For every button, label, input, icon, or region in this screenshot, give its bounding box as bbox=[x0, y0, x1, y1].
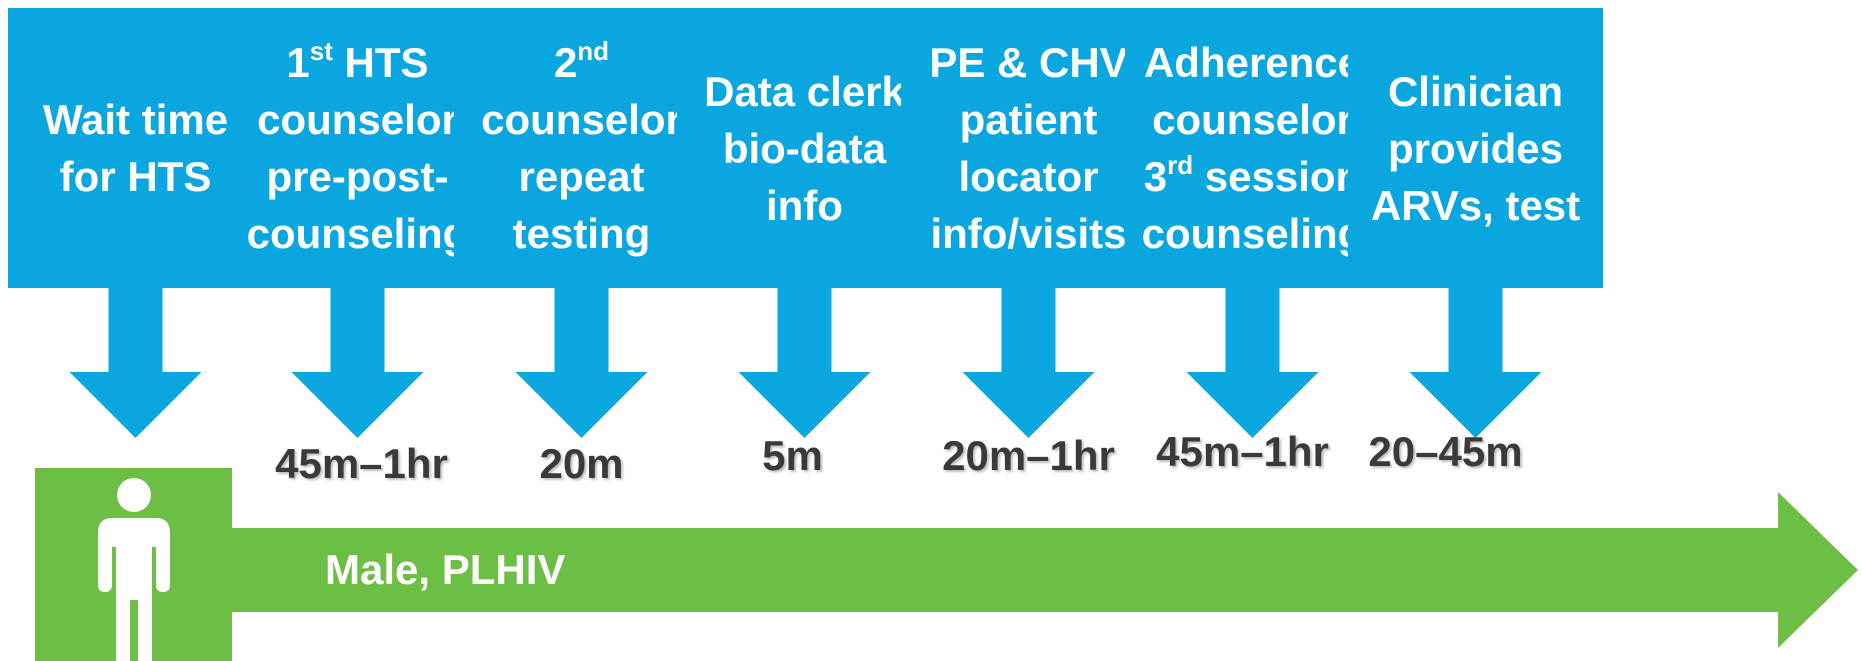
text-fragment: patient bbox=[959, 96, 1098, 143]
duration-label-2: 45m–1hr bbox=[275, 440, 448, 487]
text-fragment: testing bbox=[512, 210, 651, 257]
step-label-line: Adherence bbox=[1142, 34, 1364, 91]
text-fragment: locator bbox=[958, 153, 1099, 200]
step-label-line: Wait time bbox=[43, 91, 228, 148]
text-fragment: Data clerk bbox=[704, 67, 905, 115]
down-arrow-5 bbox=[962, 288, 1095, 438]
step-box-2: 1st HTS counselor pre-post-counseling bbox=[230, 8, 485, 288]
text-fragment: for HTS bbox=[59, 153, 212, 200]
step-label: 2nd counselor repeat testing bbox=[481, 34, 682, 262]
step-label-line: repeat bbox=[481, 148, 682, 205]
step-label-line: counselor bbox=[1142, 91, 1364, 148]
step-label-line: counselor bbox=[247, 91, 469, 148]
step-label: 1st HTS counselor pre-post-counseling bbox=[247, 34, 469, 262]
duration-label-5: 20m–1hr bbox=[942, 432, 1115, 479]
step-label-line: info bbox=[704, 177, 905, 234]
ordinal-suffix: nd bbox=[577, 36, 610, 66]
person-icon bbox=[98, 478, 170, 661]
step-label-line: counseling bbox=[1142, 205, 1364, 262]
step-label-line: locator bbox=[929, 148, 1127, 205]
step-label-line: pre-post- bbox=[247, 148, 469, 205]
text-fragment: ARVs, test bbox=[1370, 181, 1581, 229]
step-label: Data clerk bio-data info bbox=[704, 63, 905, 234]
text-fragment: 1 bbox=[286, 39, 310, 86]
step-box-4: Data clerk bio-data info bbox=[677, 8, 932, 288]
text-fragment: counseling bbox=[246, 210, 469, 257]
step-label-line: Clinician bbox=[1371, 63, 1580, 120]
duration-label-7: 20–45m bbox=[1368, 428, 1523, 475]
text-fragment: counselor bbox=[257, 96, 458, 143]
down-arrow-3 bbox=[515, 288, 648, 438]
step-label: Wait time for HTS bbox=[43, 91, 228, 205]
text-fragment: 2 bbox=[553, 39, 578, 86]
step-box-1: Wait time for HTS bbox=[8, 8, 263, 288]
ordinal-suffix: st bbox=[309, 36, 333, 66]
step-label-line: 3rd session bbox=[1142, 148, 1364, 205]
step-label: Adherence counselor 3rd session counseling bbox=[1142, 34, 1364, 262]
duration-label-6: 45m–1hr bbox=[1156, 428, 1329, 475]
step-label: PE & CHV patient locator info/visits bbox=[929, 34, 1127, 262]
text-fragment: info bbox=[766, 181, 843, 229]
step-label-line: bio-data bbox=[704, 120, 905, 177]
timeline-label: Male, PLHIV bbox=[325, 546, 566, 593]
text-fragment: session bbox=[1193, 153, 1362, 200]
text-fragment: counselor bbox=[1152, 96, 1353, 143]
text-fragment: HTS bbox=[332, 39, 429, 86]
text-fragment: counselor bbox=[481, 96, 682, 143]
step-label-line: for HTS bbox=[43, 148, 228, 205]
step-label-line: provides bbox=[1371, 120, 1580, 177]
step-label-line: info/visits bbox=[929, 205, 1127, 262]
duration-label-4: 5m bbox=[762, 432, 823, 479]
down-arrow-2 bbox=[291, 288, 424, 438]
step-box-5: PE & CHV patient locator info/visits bbox=[901, 8, 1156, 288]
down-arrow-1 bbox=[69, 288, 202, 438]
step-label-line: ARVs, test bbox=[1371, 177, 1580, 234]
step-box-6: Adherence counselor 3rd session counseling bbox=[1125, 8, 1380, 288]
step-label-line: PE & CHV bbox=[929, 34, 1127, 91]
down-arrow-4 bbox=[738, 288, 871, 438]
down-arrow-6 bbox=[1186, 288, 1319, 438]
text-fragment: Clinician bbox=[1387, 67, 1564, 115]
down-arrow-7 bbox=[1409, 288, 1542, 438]
text-fragment: Adherence bbox=[1143, 39, 1362, 86]
ordinal-suffix: rd bbox=[1167, 150, 1194, 180]
text-fragment: pre-post- bbox=[266, 153, 449, 200]
step-label-line: patient bbox=[929, 91, 1127, 148]
step-box-3: 2nd counselor repeat testing bbox=[454, 8, 709, 288]
step-label-line: 2nd bbox=[481, 34, 682, 91]
text-fragment: info/visits bbox=[930, 210, 1127, 257]
step-label-line: 1st HTS bbox=[247, 34, 469, 91]
text-fragment: bio-data bbox=[722, 124, 887, 172]
text-fragment: provides bbox=[1387, 124, 1564, 172]
text-fragment: repeat bbox=[518, 153, 645, 200]
text-fragment: Wait time bbox=[42, 96, 229, 143]
duration-label-3: 20m bbox=[539, 440, 624, 487]
step-label-line: Data clerk bbox=[704, 63, 905, 120]
step-label-line: counseling bbox=[247, 205, 469, 262]
step-label-line: testing bbox=[481, 205, 682, 262]
step-label-line: counselor bbox=[481, 91, 682, 148]
text-fragment: 3 bbox=[1143, 153, 1168, 200]
timeline-arrow bbox=[195, 492, 1858, 648]
text-fragment: counseling bbox=[1141, 210, 1364, 257]
text-fragment: PE & CHV bbox=[929, 39, 1128, 86]
